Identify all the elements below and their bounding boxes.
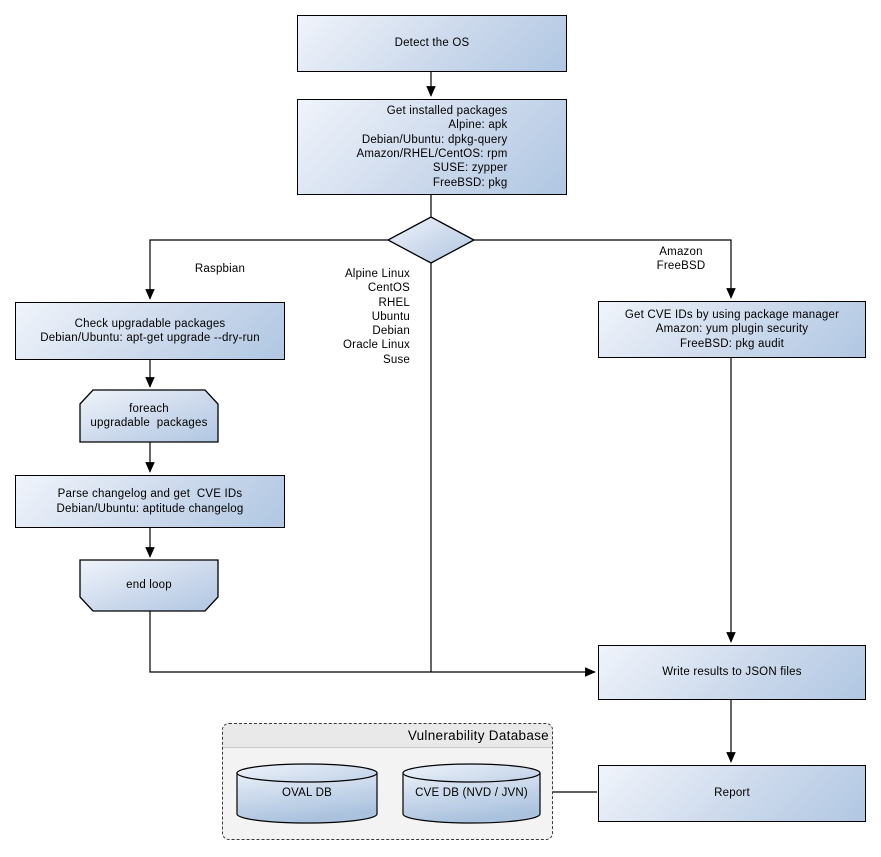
foreach-loop-label: foreach upgradable packages <box>90 402 208 429</box>
end-loop-label: end loop <box>126 579 172 592</box>
node-parse-changelog: Parse changelog and get CVE IDs Debian/U… <box>15 475 285 528</box>
node-check-upgradable-packages-label: Check upgradable packages Debian/Ubuntu:… <box>40 317 260 344</box>
cve-db-label: CVE DB (NVD / JVN) <box>415 786 528 799</box>
node-get-installed-packages: Get installed packages Alpine: apk Debia… <box>297 99 567 195</box>
node-report-label: Report <box>714 787 750 800</box>
node-get-cve-ids: Get CVE IDs by using package manager Ama… <box>598 301 866 358</box>
cve-db-label-wrap: CVE DB (NVD / JVN) <box>403 779 540 807</box>
node-detect-os: Detect the OS <box>297 15 567 72</box>
oval-db-label-wrap: OVAL DB <box>237 779 377 807</box>
vulnerability-database-title: Vulnerability Database <box>223 724 552 748</box>
edge-label-raspbian: Raspbian <box>194 263 246 275</box>
node-report: Report <box>598 765 866 822</box>
node-get-installed-packages-label: Get installed packages Alpine: apk Debia… <box>356 104 508 189</box>
edge-endloop-to-write-results <box>149 611 596 677</box>
node-write-results-label: Write results to JSON files <box>662 666 802 679</box>
node-write-results: Write results to JSON files <box>598 645 866 700</box>
node-check-upgradable-packages: Check upgradable packages Debian/Ubuntu:… <box>15 302 285 360</box>
foreach-loop-label-wrap: foreach upgradable packages <box>80 390 218 442</box>
node-get-cve-ids-label: Get CVE IDs by using package manager Ama… <box>624 308 840 350</box>
oval-db-label: OVAL DB <box>282 786 332 799</box>
node-detect-os-label: Detect the OS <box>394 37 470 50</box>
vulnerability-database-title-text: Vulnerability Database <box>407 728 549 743</box>
node-parse-changelog-label: Parse changelog and get CVE IDs Debian/U… <box>56 488 244 515</box>
end-loop-label-wrap: end loop <box>80 560 218 611</box>
edge-label-amazon-freebsd: Amazon FreeBSD <box>656 246 706 273</box>
edge-label-os-list: Alpine Linux CentOS RHEL Ubuntu Debian O… <box>343 268 410 366</box>
os-branch-diamond <box>386 216 476 264</box>
